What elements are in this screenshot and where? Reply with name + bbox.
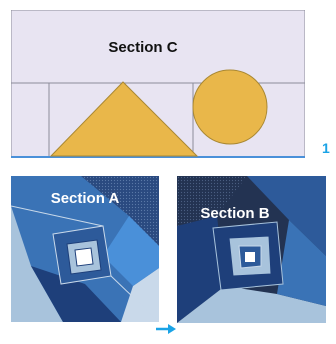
- section-a-navy-block: [31, 266, 121, 322]
- section-b-spiral-core: [245, 252, 255, 262]
- section-b-dotted-block: [177, 176, 247, 226]
- section-c-panel: Section C: [11, 10, 305, 158]
- section-a-bright-block: [103, 216, 159, 286]
- section-a-pale-block: [121, 268, 159, 322]
- section-a-spiral-inner: [74, 247, 94, 267]
- section-b-panel: Section B: [177, 176, 326, 323]
- section-b-bright-block: [277, 220, 326, 306]
- section-a-fold-line: [110, 275, 159, 322]
- section-b-navy-block: [177, 216, 225, 323]
- section-a-label: Section A: [51, 190, 120, 207]
- arrow-right-icon: [156, 324, 176, 334]
- section-b-light-block: [177, 286, 326, 323]
- gold-circle: [192, 69, 268, 145]
- section-b-mid-block: [247, 176, 326, 256]
- section-b-label: Section B: [200, 205, 269, 222]
- section-a-fold-line: [11, 205, 104, 227]
- section-a-panel: Section A: [11, 176, 159, 322]
- gold-triangle: [49, 81, 199, 157]
- side-glyph: 1: [322, 140, 330, 156]
- section-a-dotted-block: [81, 176, 159, 246]
- section-a-light-block: [11, 206, 63, 322]
- section-c-label: Section C: [108, 39, 177, 56]
